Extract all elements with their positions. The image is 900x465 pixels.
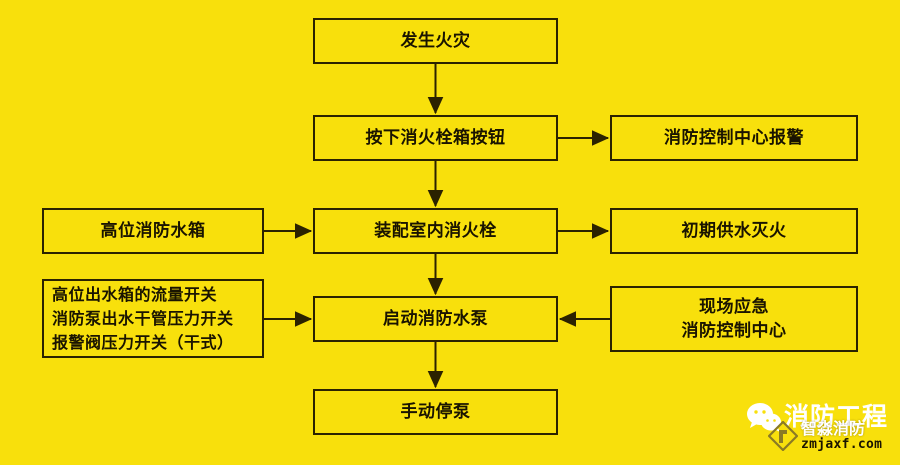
watermark-channel-text: 消防工程 xyxy=(784,402,889,431)
node-manual-stop-pump: 手动停泵 xyxy=(313,389,558,435)
node-press-hydrant-button: 按下消火栓箱按钮 xyxy=(313,115,558,161)
watermark: 消防工程 智淼消防 zmjaxf.com xyxy=(746,395,894,461)
node-onsite-emergency: 现场应急 消防控制中心 xyxy=(610,286,858,352)
node-initial-water-supply: 初期供水灭火 xyxy=(610,208,858,254)
node-control-center-alarm: 消防控制中心报警 xyxy=(610,115,858,161)
node-start-fire-pump: 启动消防水泵 xyxy=(313,296,558,342)
node-fire: 发生火灾 xyxy=(313,18,558,64)
node-indoor-hydrant: 装配室内消火栓 xyxy=(313,208,558,254)
diamond-logo-icon xyxy=(768,421,798,452)
node-switch-conditions: 高位出水箱的流量开关 消防泵出水干管压力开关 报警阀压力开关（干式） xyxy=(42,279,264,358)
watermark-brand-badge: 智淼消防 zmjaxf.com xyxy=(768,419,883,452)
node-high-level-water-tank: 高位消防水箱 xyxy=(42,208,264,254)
watermark-brand-name: 智淼消防 xyxy=(801,419,866,438)
wechat-icon xyxy=(747,403,781,432)
watermark-url: zmjaxf.com xyxy=(801,436,883,452)
